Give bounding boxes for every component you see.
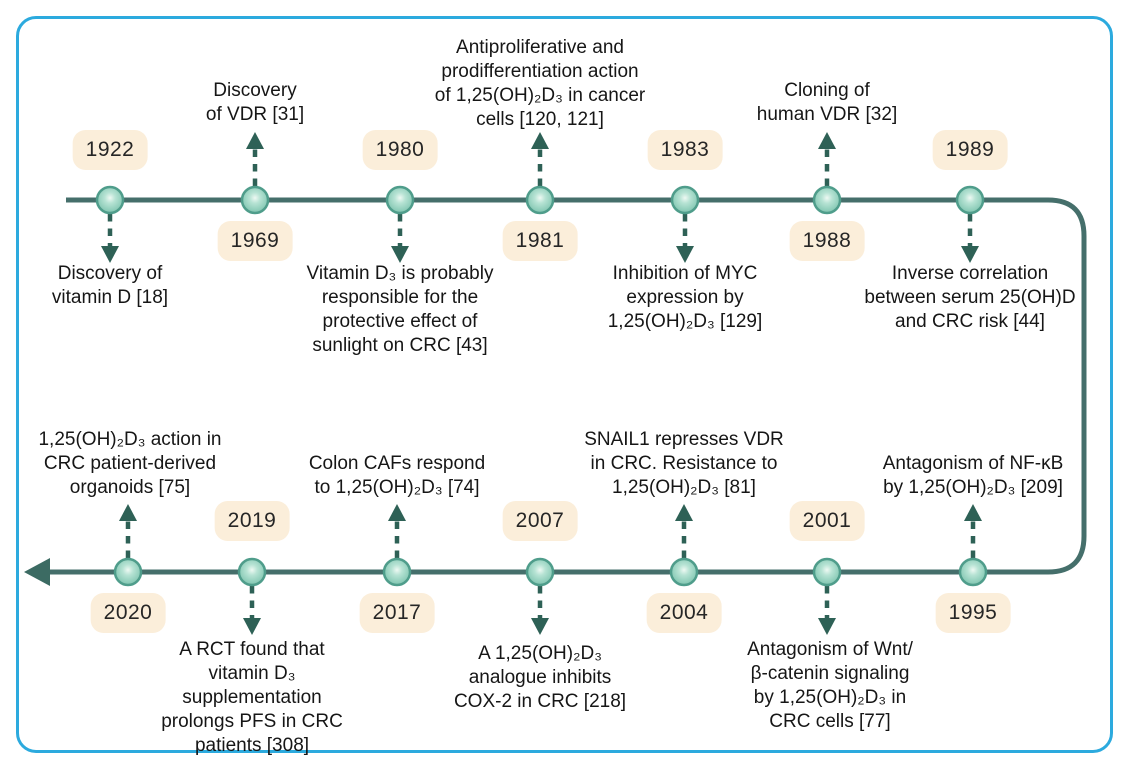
event-label-1981: Antiproliferative and prodifferentiation… — [434, 37, 646, 130]
year-badge-1922: 1922 — [72, 130, 148, 170]
year-badge-2019: 2019 — [214, 501, 290, 541]
year-badge-1988: 1988 — [789, 221, 865, 261]
year-badge-2020: 2020 — [90, 593, 166, 633]
event-label-1988: Cloning of human VDR [32] — [756, 80, 898, 125]
year-badge-1981: 1981 — [502, 221, 578, 261]
event-label-1922: Discovery of vitamin D [18] — [51, 263, 169, 308]
year-badge-2001: 2001 — [789, 501, 865, 541]
year-badge-1983: 1983 — [647, 130, 723, 170]
event-label-1983: Inhibition of MYC expression by 1,25(OH)… — [607, 263, 763, 332]
event-label-1995: Antagonism of NF-κB by 1,25(OH)₂D₃ [209] — [882, 453, 1064, 498]
year-badge-2017: 2017 — [359, 593, 435, 633]
year-badge-2004: 2004 — [646, 593, 722, 633]
year-badge-2007: 2007 — [502, 501, 578, 541]
event-label-2007: A 1,25(OH)₂D₃ analogue inhibits COX-2 in… — [453, 643, 627, 712]
event-label-2001: Antagonism of Wnt/ β-catenin signaling b… — [747, 639, 913, 732]
event-label-1969: Discovery of VDR [31] — [205, 80, 305, 125]
year-badge-1995: 1995 — [935, 593, 1011, 633]
event-label-1980: Vitamin D₃ is probably responsible for t… — [306, 263, 494, 356]
event-label-1989: Inverse correlation between serum 25(OH)… — [864, 263, 1076, 332]
event-label-2019: A RCT found that vitamin D₃ supplementat… — [161, 639, 343, 756]
year-badge-1980: 1980 — [362, 130, 438, 170]
event-label-2020: 1,25(OH)₂D₃ action in CRC patient-derive… — [38, 429, 222, 498]
event-label-2017: Colon CAFs respond to 1,25(OH)₂D₃ [74] — [308, 453, 486, 498]
year-badge-1989: 1989 — [932, 130, 1008, 170]
year-badge-1969: 1969 — [217, 221, 293, 261]
event-label-2004: SNAIL1 represses VDR in CRC. Resistance … — [584, 429, 784, 498]
